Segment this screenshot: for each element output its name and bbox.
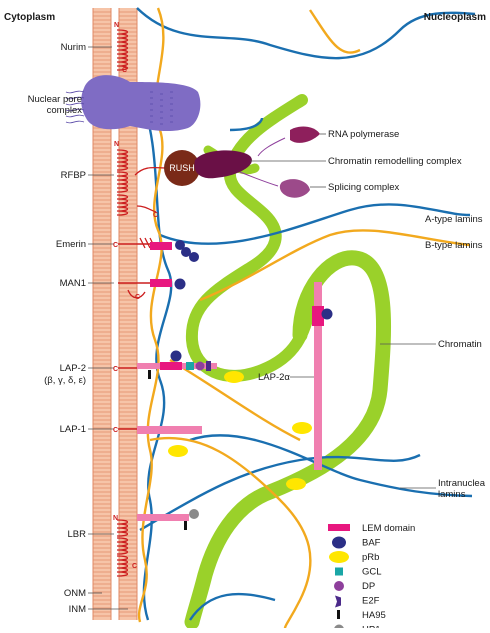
legend-label-lem: LEM domain	[362, 523, 415, 534]
legend-swatch-e2f	[335, 596, 341, 608]
legend-label-hp1: HP1	[362, 625, 380, 629]
legend-item-lem: LEM domain	[328, 523, 415, 534]
legend-item-baf: BAF	[332, 537, 381, 549]
terminal-lbr-c: C	[132, 563, 137, 570]
cytoplasm-header: Cytoplasm	[4, 12, 55, 23]
man1-lem-domain	[150, 279, 172, 287]
onm-label: ONM	[64, 588, 86, 599]
legend-item-e2f: E2F	[335, 596, 380, 608]
legend-swatch-baf	[332, 537, 346, 549]
legend-item-ha95: HA95	[337, 610, 386, 621]
legend-swatch-gcl	[335, 568, 343, 576]
chromatin-remodelling-complex-shape	[194, 150, 252, 178]
terminal-nurim-c: C	[122, 67, 127, 74]
terminal-man1-c: C	[135, 294, 140, 301]
terminal-emerin-c: C	[113, 242, 118, 249]
terminal-lap1-c: C	[113, 427, 118, 434]
legend-item-hp1: HP1	[334, 625, 380, 629]
chromatin-fibres	[192, 100, 384, 622]
lap1-bar	[137, 426, 202, 434]
lap2-alpha-label: LAP-2α	[258, 372, 290, 383]
lap1-label: LAP-1	[60, 424, 86, 435]
terminal-nurim-n: N	[114, 22, 119, 29]
terminal-lbr-n: N	[113, 515, 118, 522]
legend-swatch-ha95	[337, 610, 340, 619]
legend-item-prb: pRb	[329, 551, 379, 563]
legend-label-e2f: E2F	[362, 596, 380, 607]
legend-label-gcl: GCL	[362, 567, 382, 578]
legend-label-baf: BAF	[362, 538, 381, 549]
legend-item-gcl: GCL	[335, 567, 382, 578]
legend-swatch-dp	[334, 581, 344, 591]
nurim-label: Nurim	[61, 42, 86, 53]
b-type-lamins-label: B-type lamins	[425, 240, 483, 251]
chromatin-remodelling-label: Chromatin remodelling complex	[328, 156, 462, 167]
rna-polymerase-shape	[290, 127, 320, 143]
nucleoplasm-header: Nucleoplasm	[424, 12, 486, 23]
rush-protein: RUSH	[164, 150, 200, 186]
legend-label-dp: DP	[362, 581, 375, 592]
inm-label: INM	[69, 604, 87, 615]
man1-label: MAN1	[60, 278, 86, 289]
splicing-complex-shape	[280, 179, 310, 198]
legend-swatch-prb	[329, 551, 349, 563]
terminal-rfbp-c: C	[153, 212, 158, 219]
emerin-lem-domain	[150, 242, 172, 250]
lbr-label: LBR	[68, 529, 87, 540]
legend-swatch-hp1	[334, 625, 344, 629]
rna-polymerase-label: RNA polymerase	[328, 129, 399, 140]
nuclear-pore-complex	[66, 75, 200, 131]
legend-label-ha95: HA95	[362, 610, 386, 621]
terminal-rfbp-n: N	[114, 141, 119, 148]
terminal-lap2-c: C	[113, 366, 118, 373]
lap2-label: LAP-2	[60, 363, 86, 374]
chromatin-label: Chromatin	[438, 339, 482, 350]
splicing-complex-label: Splicing complex	[328, 182, 400, 193]
a-type-lamins-label: A-type lamins	[425, 214, 483, 225]
rush-label: RUSH	[169, 163, 195, 173]
legend-swatch-lem	[328, 524, 350, 531]
legend-label-prb: pRb	[362, 552, 379, 563]
lap2-isoforms-label: (β, γ, δ, ε)	[44, 375, 86, 386]
legend-item-dp: DP	[334, 581, 375, 592]
lbr-bar	[137, 514, 189, 521]
emerin-label: Emerin	[56, 239, 86, 250]
rfbp-label: RFBP	[61, 170, 86, 181]
